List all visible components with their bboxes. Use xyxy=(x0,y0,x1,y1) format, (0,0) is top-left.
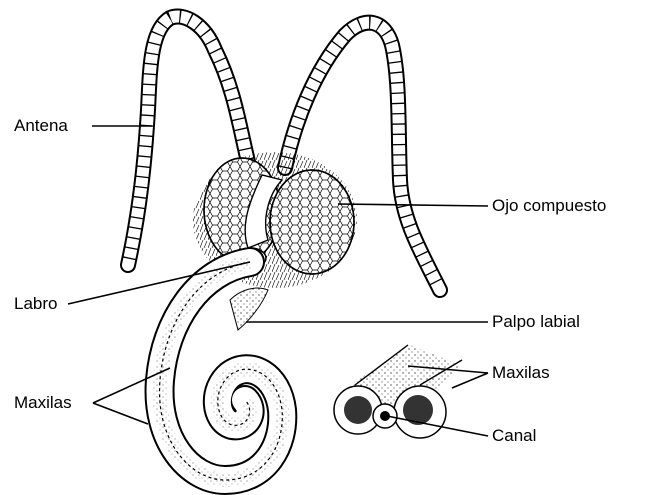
label-maxilas-left: Maxilas xyxy=(14,393,72,413)
head xyxy=(193,152,357,330)
maxilas-right-pointer-b xyxy=(452,373,488,388)
maxilas-left-pointer-b xyxy=(93,403,148,424)
label-ojo-compuesto: Ojo compuesto xyxy=(492,196,606,216)
ojo-pointer xyxy=(338,204,488,206)
label-labro: Labro xyxy=(14,294,57,314)
label-antena: Antena xyxy=(14,116,68,136)
proboscis-cross-section xyxy=(334,345,462,438)
label-palpo-labial: Palpo labial xyxy=(492,312,580,332)
label-canal: Canal xyxy=(492,426,536,446)
label-maxilas-right: Maxilas xyxy=(492,363,550,383)
